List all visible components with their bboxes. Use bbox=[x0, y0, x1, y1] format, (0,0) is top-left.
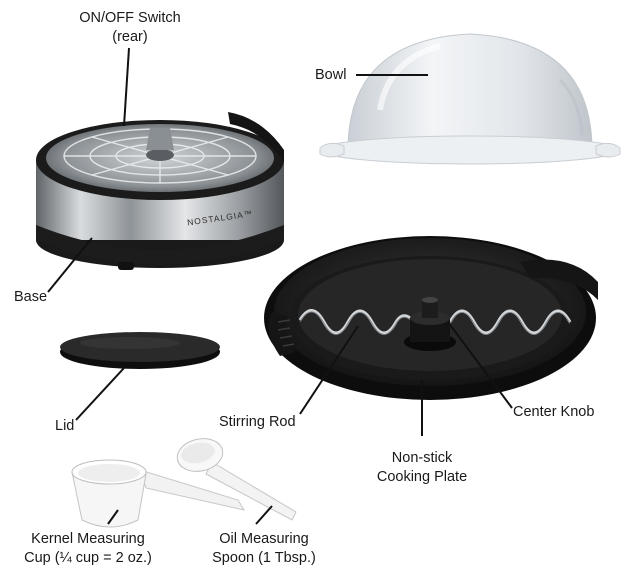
bowl-dome bbox=[319, 33, 621, 165]
stirring-rod-label: Stirring Rod bbox=[219, 414, 296, 430]
oil-spoon-line1: Oil Measuring bbox=[219, 531, 309, 547]
bowl-label: Bowl bbox=[315, 67, 347, 83]
cooking-plate bbox=[264, 236, 598, 400]
kernel-cup-line1: Kernel Measuring bbox=[31, 531, 145, 547]
cooking-plate-label: Non-stick Cooking Plate bbox=[363, 449, 481, 487]
cooking-plate-line2: Cooking Plate bbox=[376, 469, 468, 485]
switch-label-line2: (rear) bbox=[112, 29, 148, 45]
oil-measuring-spoon bbox=[176, 438, 297, 521]
lid-label: Lid bbox=[55, 418, 75, 434]
kernel-measuring-cup bbox=[71, 459, 246, 528]
cooking-plate-line1: Non-stick bbox=[391, 450, 453, 466]
oil-spoon-label: Oil Measuring Spoon (1 Tbsp.) bbox=[199, 530, 329, 568]
lid-disc bbox=[60, 332, 220, 369]
base-label: Base bbox=[14, 289, 48, 305]
base-unit bbox=[36, 112, 284, 270]
switch-label: ON/OFF Switch (rear) bbox=[62, 9, 198, 47]
switch-label-line1: ON/OFF Switch bbox=[79, 10, 181, 26]
kernel-cup-line2: Cup (¼ cup = 2 oz.) bbox=[24, 550, 152, 566]
center-knob-label: Center Knob bbox=[513, 404, 595, 420]
kernel-cup-label: Kernel Measuring Cup (¼ cup = 2 oz.) bbox=[8, 530, 168, 568]
oil-spoon-line2: Spoon (1 Tbsp.) bbox=[212, 550, 316, 566]
leader-lines bbox=[47, 47, 513, 525]
